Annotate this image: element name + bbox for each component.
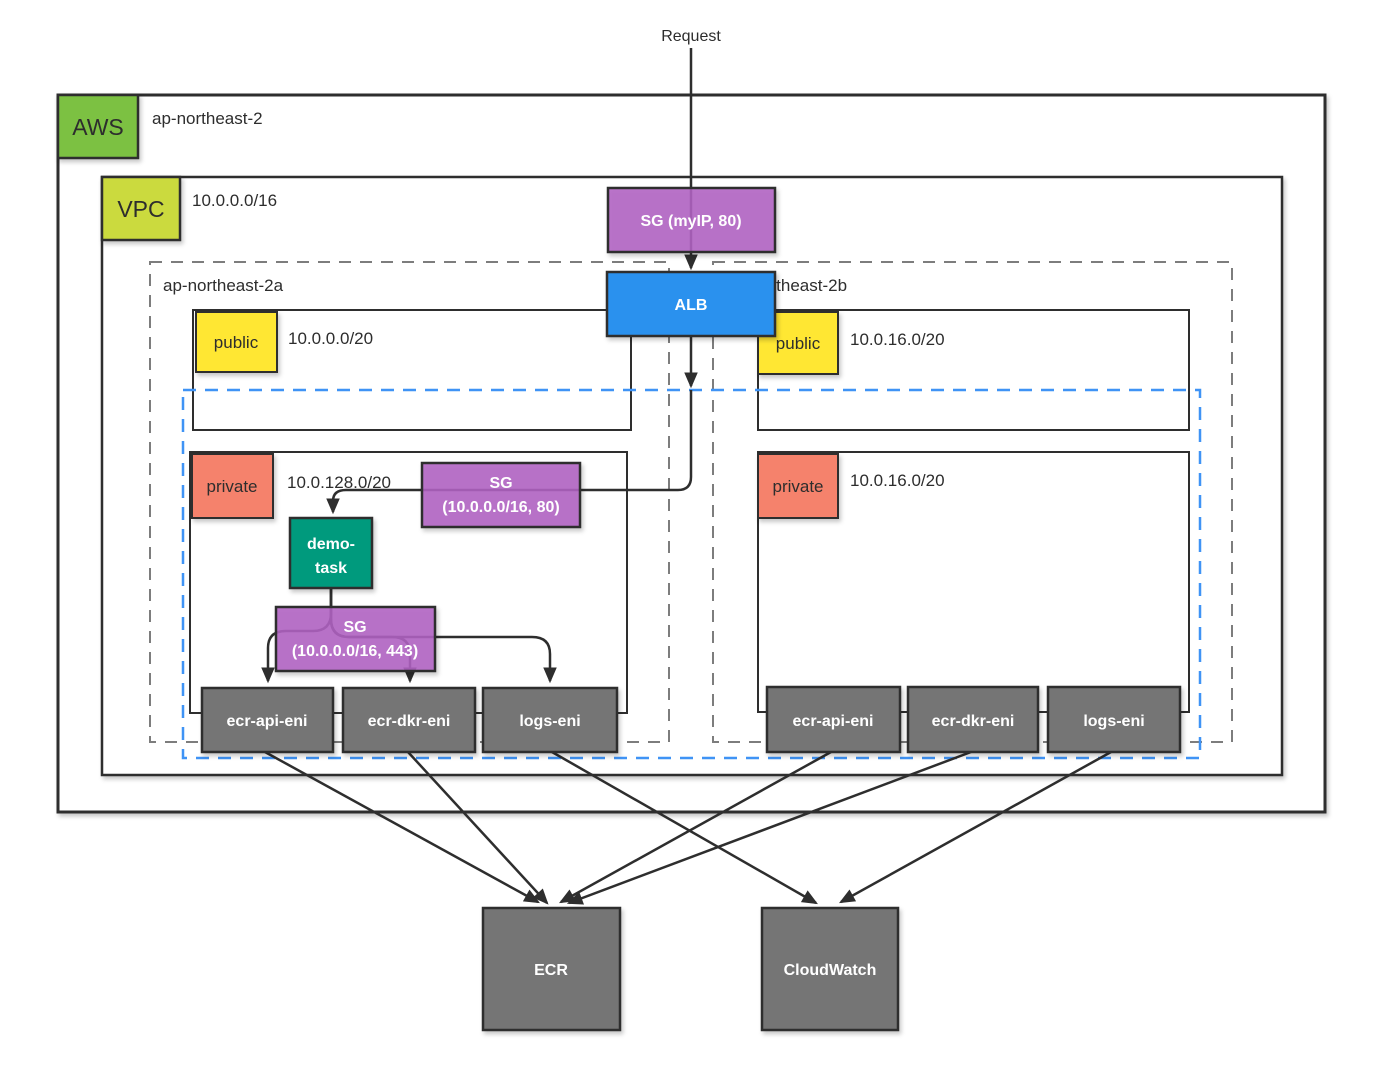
ecr-label: ECR: [534, 962, 568, 979]
a-logs-eni-label: logs-eni: [519, 713, 580, 730]
subnet-a-private-chip: [191, 453, 274, 519]
cloudwatch-box: [760, 906, 900, 1032]
az-a-label: ap-northeast-2a: [163, 276, 284, 295]
subnet-b-public-cidr: 10.0.16.0/20: [850, 330, 945, 349]
sg-task-egress-line1: SG: [343, 619, 366, 636]
sg-task-ingress-line1: SG: [489, 475, 512, 492]
subnet-a-public-chip: [195, 311, 278, 373]
subnet-b-public-label: public: [776, 334, 821, 353]
sg-alb-box: [606, 186, 777, 254]
sg-task-egress-box: [274, 605, 437, 673]
sg-task-ingress-line2: (10.0.0.0/16, 80): [442, 499, 559, 516]
sg-task-ingress-box: [420, 461, 582, 529]
alb-label: ALB: [675, 297, 708, 314]
b-ecr-api-eni-box: [765, 685, 902, 754]
a-ecr-dkr-eni-label: ecr-dkr-eni: [368, 713, 451, 730]
b-logs-eni-label: logs-eni: [1083, 713, 1144, 730]
arrow-b-ecr-api-to-ecr: [559, 750, 832, 904]
a-ecr-api-eni-box: [200, 686, 335, 754]
cloudwatch-label: CloudWatch: [784, 962, 877, 979]
request-label: Request: [661, 28, 721, 45]
aws-badge-label: AWS: [72, 114, 124, 140]
az-a-box: [149, 261, 670, 743]
subnet-a-public-cidr: 10.0.0.0/20: [288, 329, 373, 348]
arrow-a-ecr-api-to-ecr: [264, 750, 540, 904]
region-name: ap-northeast-2: [152, 109, 263, 128]
arrow-b-logs-to-cloudwatch: [839, 750, 1112, 904]
subnet-a-private-cidr: 10.0.128.0/20: [287, 473, 391, 492]
subnet-b-private-label: private: [772, 477, 823, 496]
subnet-b-private-chip: [757, 453, 839, 519]
b-ecr-api-eni-label: ecr-api-eni: [793, 713, 874, 730]
a-ecr-api-eni-label: ecr-api-eni: [227, 713, 308, 730]
arrow-b-ecr-dkr-to-ecr: [566, 750, 972, 905]
vpc-badge: [100, 175, 182, 242]
subnet-a-private-label: private: [206, 477, 257, 496]
az-b-box: [712, 261, 1233, 743]
arrow-a-logs-to-cloudwatch: [551, 750, 818, 905]
arrow-a-ecr-dkr-to-ecr: [407, 751, 549, 905]
vpc-badge-label: VPC: [117, 196, 164, 222]
task-label-line1: demo-: [307, 536, 355, 553]
subnet-a-public-label: public: [214, 333, 259, 352]
vpc-cidr: 10.0.0.0/16: [192, 191, 277, 210]
b-logs-eni-box: [1046, 685, 1182, 754]
ecr-box: [481, 906, 622, 1032]
task-box: [288, 516, 374, 590]
subnet-b-private-cidr: 10.0.16.0/20: [850, 471, 945, 490]
a-logs-eni-box: [481, 686, 619, 754]
task-label-line2: task: [315, 560, 347, 577]
sg-task-egress-line2: (10.0.0.0/16, 443): [292, 643, 418, 660]
b-ecr-dkr-eni-label: ecr-dkr-eni: [932, 713, 1015, 730]
b-ecr-dkr-eni-box: [906, 685, 1040, 754]
alb-box: [605, 270, 777, 338]
sg-alb-label: SG (myIP, 80): [640, 213, 741, 230]
a-ecr-dkr-eni-box: [341, 686, 477, 754]
aws-badge: [56, 93, 140, 160]
